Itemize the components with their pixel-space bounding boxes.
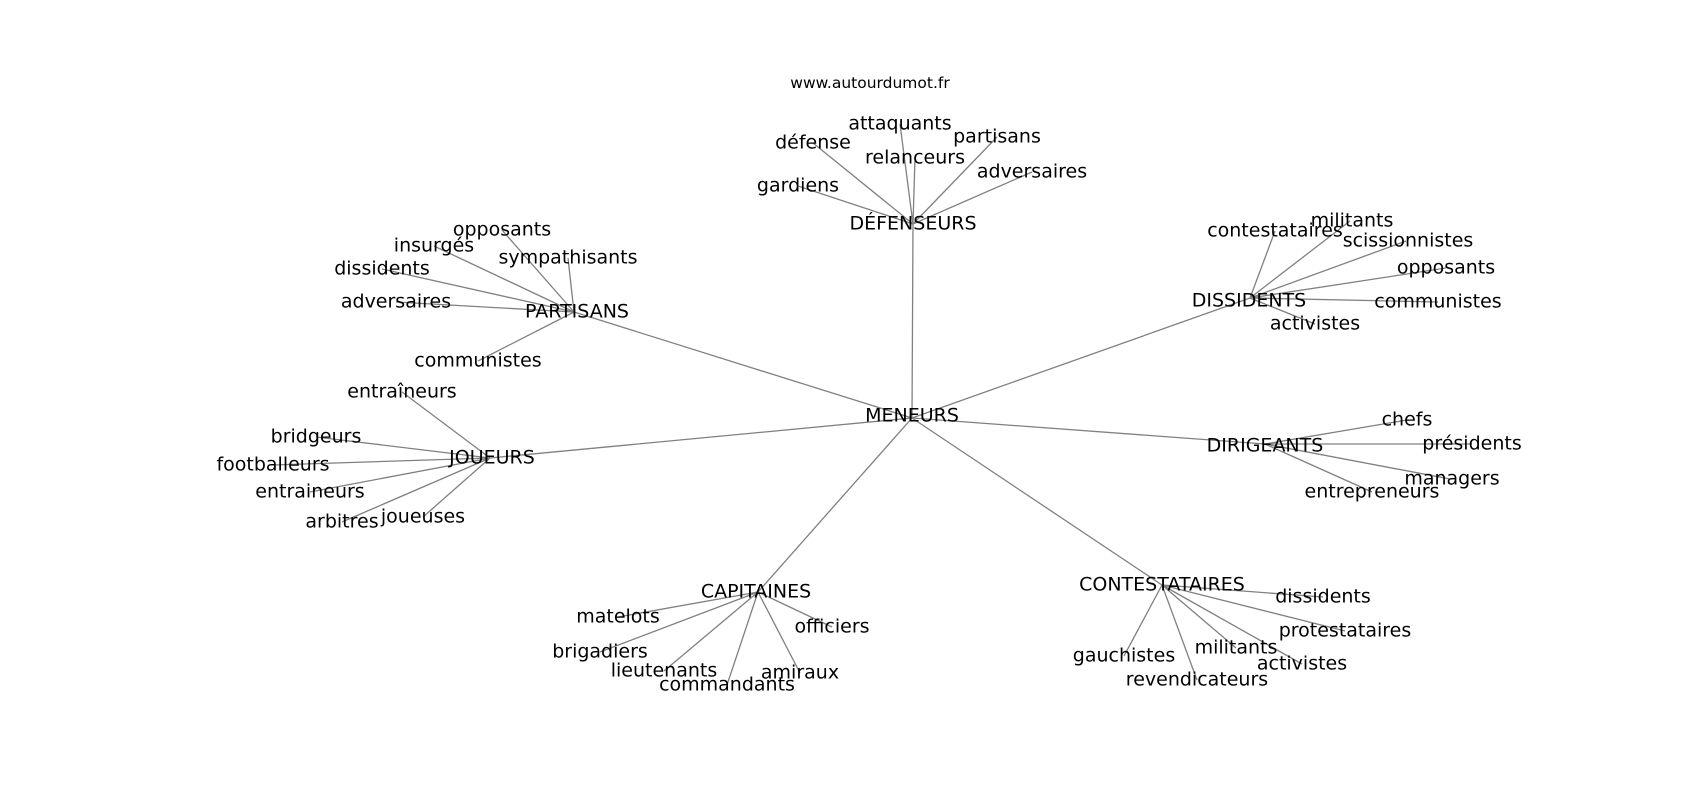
edge-leaf-2-3 <box>1249 267 1447 299</box>
leaf-node-label: activistes <box>1257 653 1347 675</box>
edge-leaf-3-2 <box>272 457 491 466</box>
edge-leaf-2-4 <box>1249 297 1439 303</box>
leaf-node-label: entraîneurs <box>347 381 456 403</box>
edge-leaf-4-3 <box>1264 443 1373 493</box>
edge-leaf-2-1 <box>1249 230 1276 299</box>
leaf-node-label: protestataires <box>1279 620 1412 642</box>
edge-leaf-6-3 <box>1123 584 1163 657</box>
edge-leaf-0-4 <box>797 185 914 225</box>
leaf-node-label: matelots <box>576 606 660 628</box>
hub-node-label: CONTESTATAIRES <box>1079 574 1245 596</box>
edge-leaf-0-2 <box>912 157 916 225</box>
leaf-node-label: communistes <box>1374 291 1501 313</box>
leaf-node-label: communistes <box>414 350 541 372</box>
edge-leaf-1-3 <box>381 268 575 313</box>
leaf-node-label: militants <box>1195 637 1278 659</box>
edge-leaf-1-2 <box>567 257 575 313</box>
leaf-node-label: activistes <box>1270 313 1360 335</box>
leaf-node-label: officiers <box>794 616 869 638</box>
leaf-node-label: adversaires <box>341 291 451 313</box>
edge-leaf-3-1 <box>315 436 491 459</box>
leaf-node-label: revendicateurs <box>1126 669 1268 691</box>
leaf-node-label: attaquants <box>848 113 951 135</box>
edge-leaf-6-2 <box>1161 584 1237 649</box>
edge-root-1 <box>573 311 913 419</box>
leaf-node-label: commandants <box>659 674 795 696</box>
edge-root-2 <box>911 297 1251 419</box>
leaf-node-label: gauchistes <box>1073 645 1175 667</box>
edge-leaf-6-1 <box>1161 584 1346 632</box>
leaf-node-label: brigadiers <box>552 641 648 663</box>
edge-leaf-4-0 <box>1264 419 1408 445</box>
edge-leaf-2-5 <box>1249 297 1316 325</box>
edge-leaf-6-5 <box>1161 584 1198 681</box>
leaf-node-label: relanceurs <box>865 147 965 169</box>
leaf-node-label: scissionnistes <box>1343 230 1474 252</box>
edge-leaf-5-0 <box>617 591 759 618</box>
hub-node-label: JOUEURS <box>448 447 535 469</box>
leaf-node-label: gardiens <box>757 175 839 197</box>
leaf-node-label: opposants <box>1397 257 1495 279</box>
edge-leaf-2-2 <box>1249 240 1407 299</box>
leaf-node-label: bridgeurs <box>271 426 362 448</box>
hub-node-label: DISSIDENTS <box>1192 290 1306 312</box>
leaf-node-label: partisans <box>953 126 1041 148</box>
edge-leaf-3-5 <box>422 457 491 518</box>
edge-leaf-5-2 <box>599 591 759 653</box>
edge-root-4 <box>911 417 1266 445</box>
leaf-node-label: opposants <box>453 219 551 241</box>
leaf-node-label: dissidents <box>1275 586 1371 608</box>
leaf-node-label: entrepreneurs <box>1305 481 1440 503</box>
leaf-node-label: entraineurs <box>255 481 364 503</box>
edge-leaf-4-2 <box>1264 443 1451 480</box>
leaf-node-label: amiraux <box>761 662 839 684</box>
leaf-node-label: chefs <box>1382 409 1433 431</box>
edge-leaf-1-4 <box>395 301 575 313</box>
hub-node-label: DÉFENSEURS <box>849 212 976 235</box>
edge-leaf-1-5 <box>477 311 575 362</box>
leaf-node-label: militants <box>1311 210 1394 232</box>
leaf-node-label: joueuses <box>380 506 465 528</box>
edge-leaf-3-0 <box>401 391 491 459</box>
edge-leaf-0-3 <box>912 136 998 225</box>
leaf-node-label: sympathisants <box>498 247 637 269</box>
edge-root-0 <box>911 223 914 419</box>
edge-leaf-5-3 <box>663 591 759 672</box>
edge-leaf-5-1 <box>757 591 833 628</box>
edge-leaf-0-0 <box>899 123 914 225</box>
edge-leaf-3-3 <box>309 457 491 493</box>
edge-leaf-5-5 <box>726 591 759 686</box>
edge-root-6 <box>911 417 1163 586</box>
hub-node-label: PARTISANS <box>525 301 629 323</box>
root-node-label: MENEURS <box>865 405 959 427</box>
leaf-node-label: footballeurs <box>216 454 329 476</box>
edge-leaf-5-4 <box>757 591 801 674</box>
edges <box>272 123 1472 686</box>
hub-node-label: CAPITAINES <box>701 581 811 603</box>
edge-leaf-0-5 <box>912 171 1033 225</box>
edge-root-3 <box>489 417 913 459</box>
leaf-node-label: contestataires <box>1207 220 1343 242</box>
edge-leaf-3-4 <box>341 457 491 523</box>
leaf-node-label: défense <box>775 132 851 154</box>
edge-leaf-1-1 <box>433 245 575 313</box>
edge-leaf-6-4 <box>1161 584 1303 665</box>
leaf-node-label: arbitres <box>305 511 378 533</box>
leaf-node-label: adversaires <box>977 161 1087 183</box>
edge-leaf-2-0 <box>1249 220 1351 299</box>
leaf-node-label: managers <box>1404 468 1499 490</box>
edge-leaf-6-0 <box>1161 584 1324 598</box>
edge-leaf-1-0 <box>501 229 575 313</box>
edge-leaf-0-1 <box>812 142 914 225</box>
leaf-node-label: lieutenants <box>611 660 718 682</box>
hub-node-label: DIRIGEANTS <box>1207 435 1324 457</box>
leaf-node-label: présidents <box>1422 433 1521 455</box>
leaf-node-label: insurgés <box>394 235 474 257</box>
website-label: www.autourdumot.fr <box>790 74 950 92</box>
edge-root-5 <box>757 417 913 593</box>
leaf-node-label: dissidents <box>334 258 430 280</box>
